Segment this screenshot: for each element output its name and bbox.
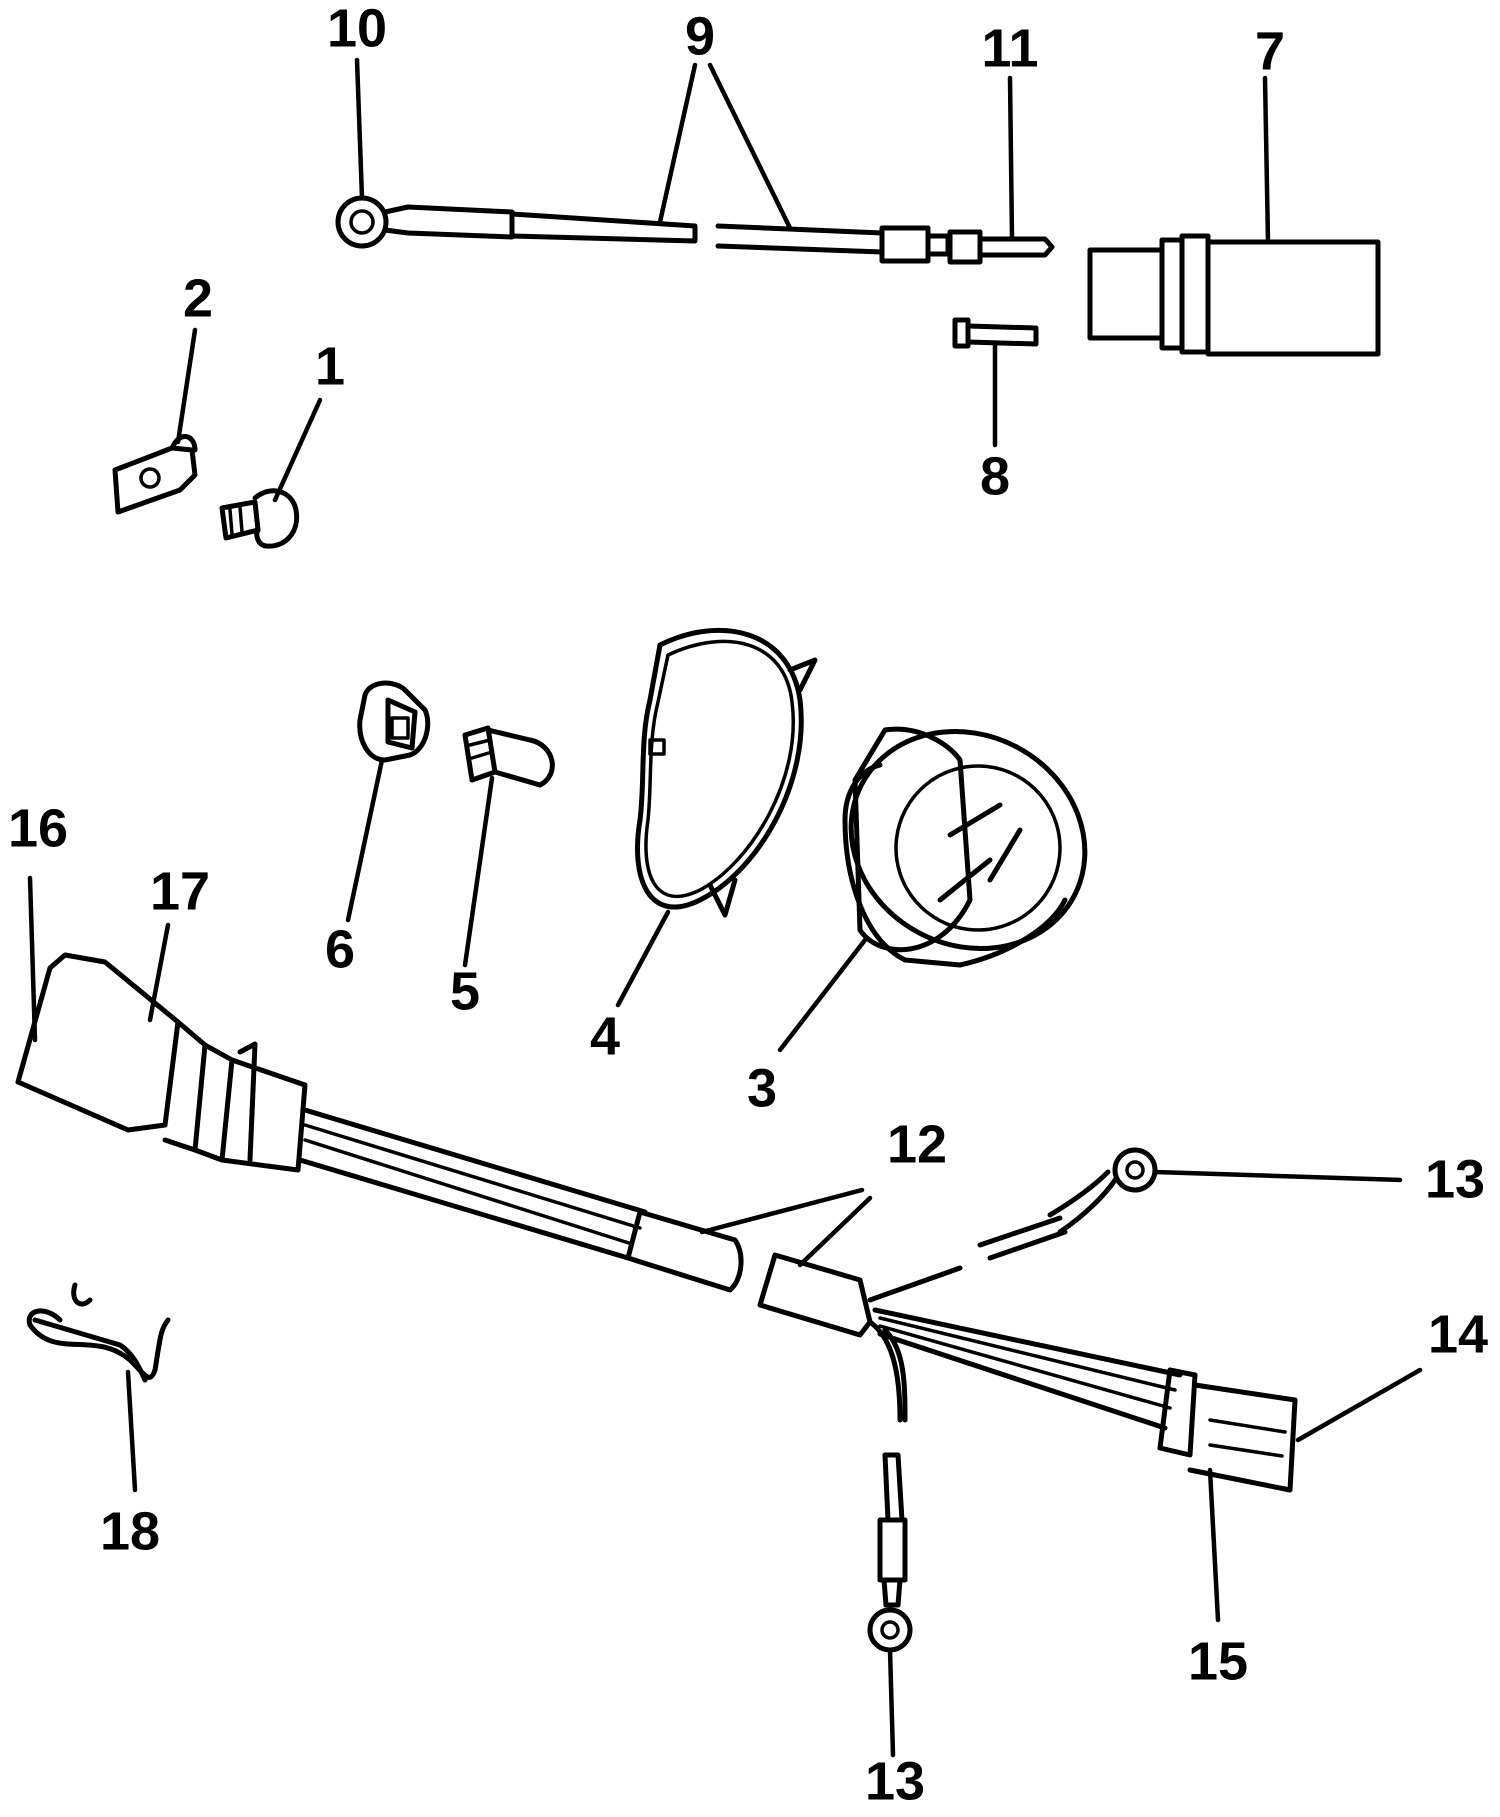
large-connector-16-17 (15, 952, 308, 1173)
small-connector-14-15 (1157, 1367, 1298, 1493)
gauge-3 (842, 726, 1088, 968)
leader-1 (272, 397, 323, 503)
leader-17 (147, 922, 171, 1023)
connector-plug-7 (1087, 233, 1381, 357)
leader-7 (1262, 75, 1271, 245)
leader-12b (797, 1195, 873, 1268)
wire-harness-left (297, 1107, 744, 1293)
spring-clip-18 (26, 1282, 171, 1383)
leader-3 (777, 937, 868, 1053)
leader-5 (462, 775, 495, 968)
screw-1 (219, 488, 300, 549)
leader-13-bottom (887, 1647, 896, 1758)
callout-9: 9 (685, 6, 715, 66)
lamp-socket-6 (357, 680, 431, 763)
callout-16: 16 (8, 798, 68, 858)
bracket-2 (112, 434, 198, 515)
bulb-5 (462, 725, 555, 788)
leader-9b (707, 62, 793, 231)
callout-17: 17 (150, 861, 210, 921)
leader-14 (1295, 1367, 1423, 1443)
leader-18 (125, 1369, 138, 1493)
callout-10: 10 (327, 0, 387, 58)
leader-4 (615, 909, 671, 1008)
callout-3: 3 (747, 1058, 777, 1118)
leader-2 (175, 327, 198, 445)
leader-16 (27, 875, 38, 1043)
callout-13-top: 13 (1425, 1149, 1485, 1209)
retaining-ring-4 (635, 627, 818, 918)
callout-11: 11 (981, 18, 1038, 78)
callout-7: 7 (1255, 21, 1285, 81)
callout-4: 4 (590, 1006, 620, 1066)
ring-terminal-13-bottom (867, 1452, 913, 1653)
leader-13-top (1152, 1169, 1403, 1183)
callout-2: 2 (183, 268, 213, 328)
leader-12a (699, 1187, 865, 1235)
callout-5: 5 (450, 961, 480, 1021)
callout-8: 8 (980, 446, 1010, 506)
callout-1: 1 (315, 336, 345, 396)
leader-9a (657, 62, 698, 225)
pin-8 (952, 317, 1039, 349)
callout-6: 6 (325, 919, 355, 979)
callout-18: 18 (100, 1501, 160, 1561)
callout-labels: 1 2 3 4 5 6 7 8 9 10 11 12 13 13 14 15 1… (8, 0, 1488, 1811)
callout-14: 14 (1428, 1304, 1488, 1364)
leader-11 (1007, 75, 1015, 241)
cable-assembly-top (335, 195, 1055, 265)
callout-12: 12 (887, 1114, 947, 1174)
leader-15 (1207, 1467, 1221, 1623)
leader-6 (345, 757, 385, 923)
callout-13-bottom: 13 (865, 1751, 925, 1811)
leader-10 (354, 57, 365, 201)
wire-harness-right (757, 1147, 1183, 1431)
callout-15: 15 (1188, 1631, 1248, 1691)
leader-lines (27, 57, 1423, 1758)
